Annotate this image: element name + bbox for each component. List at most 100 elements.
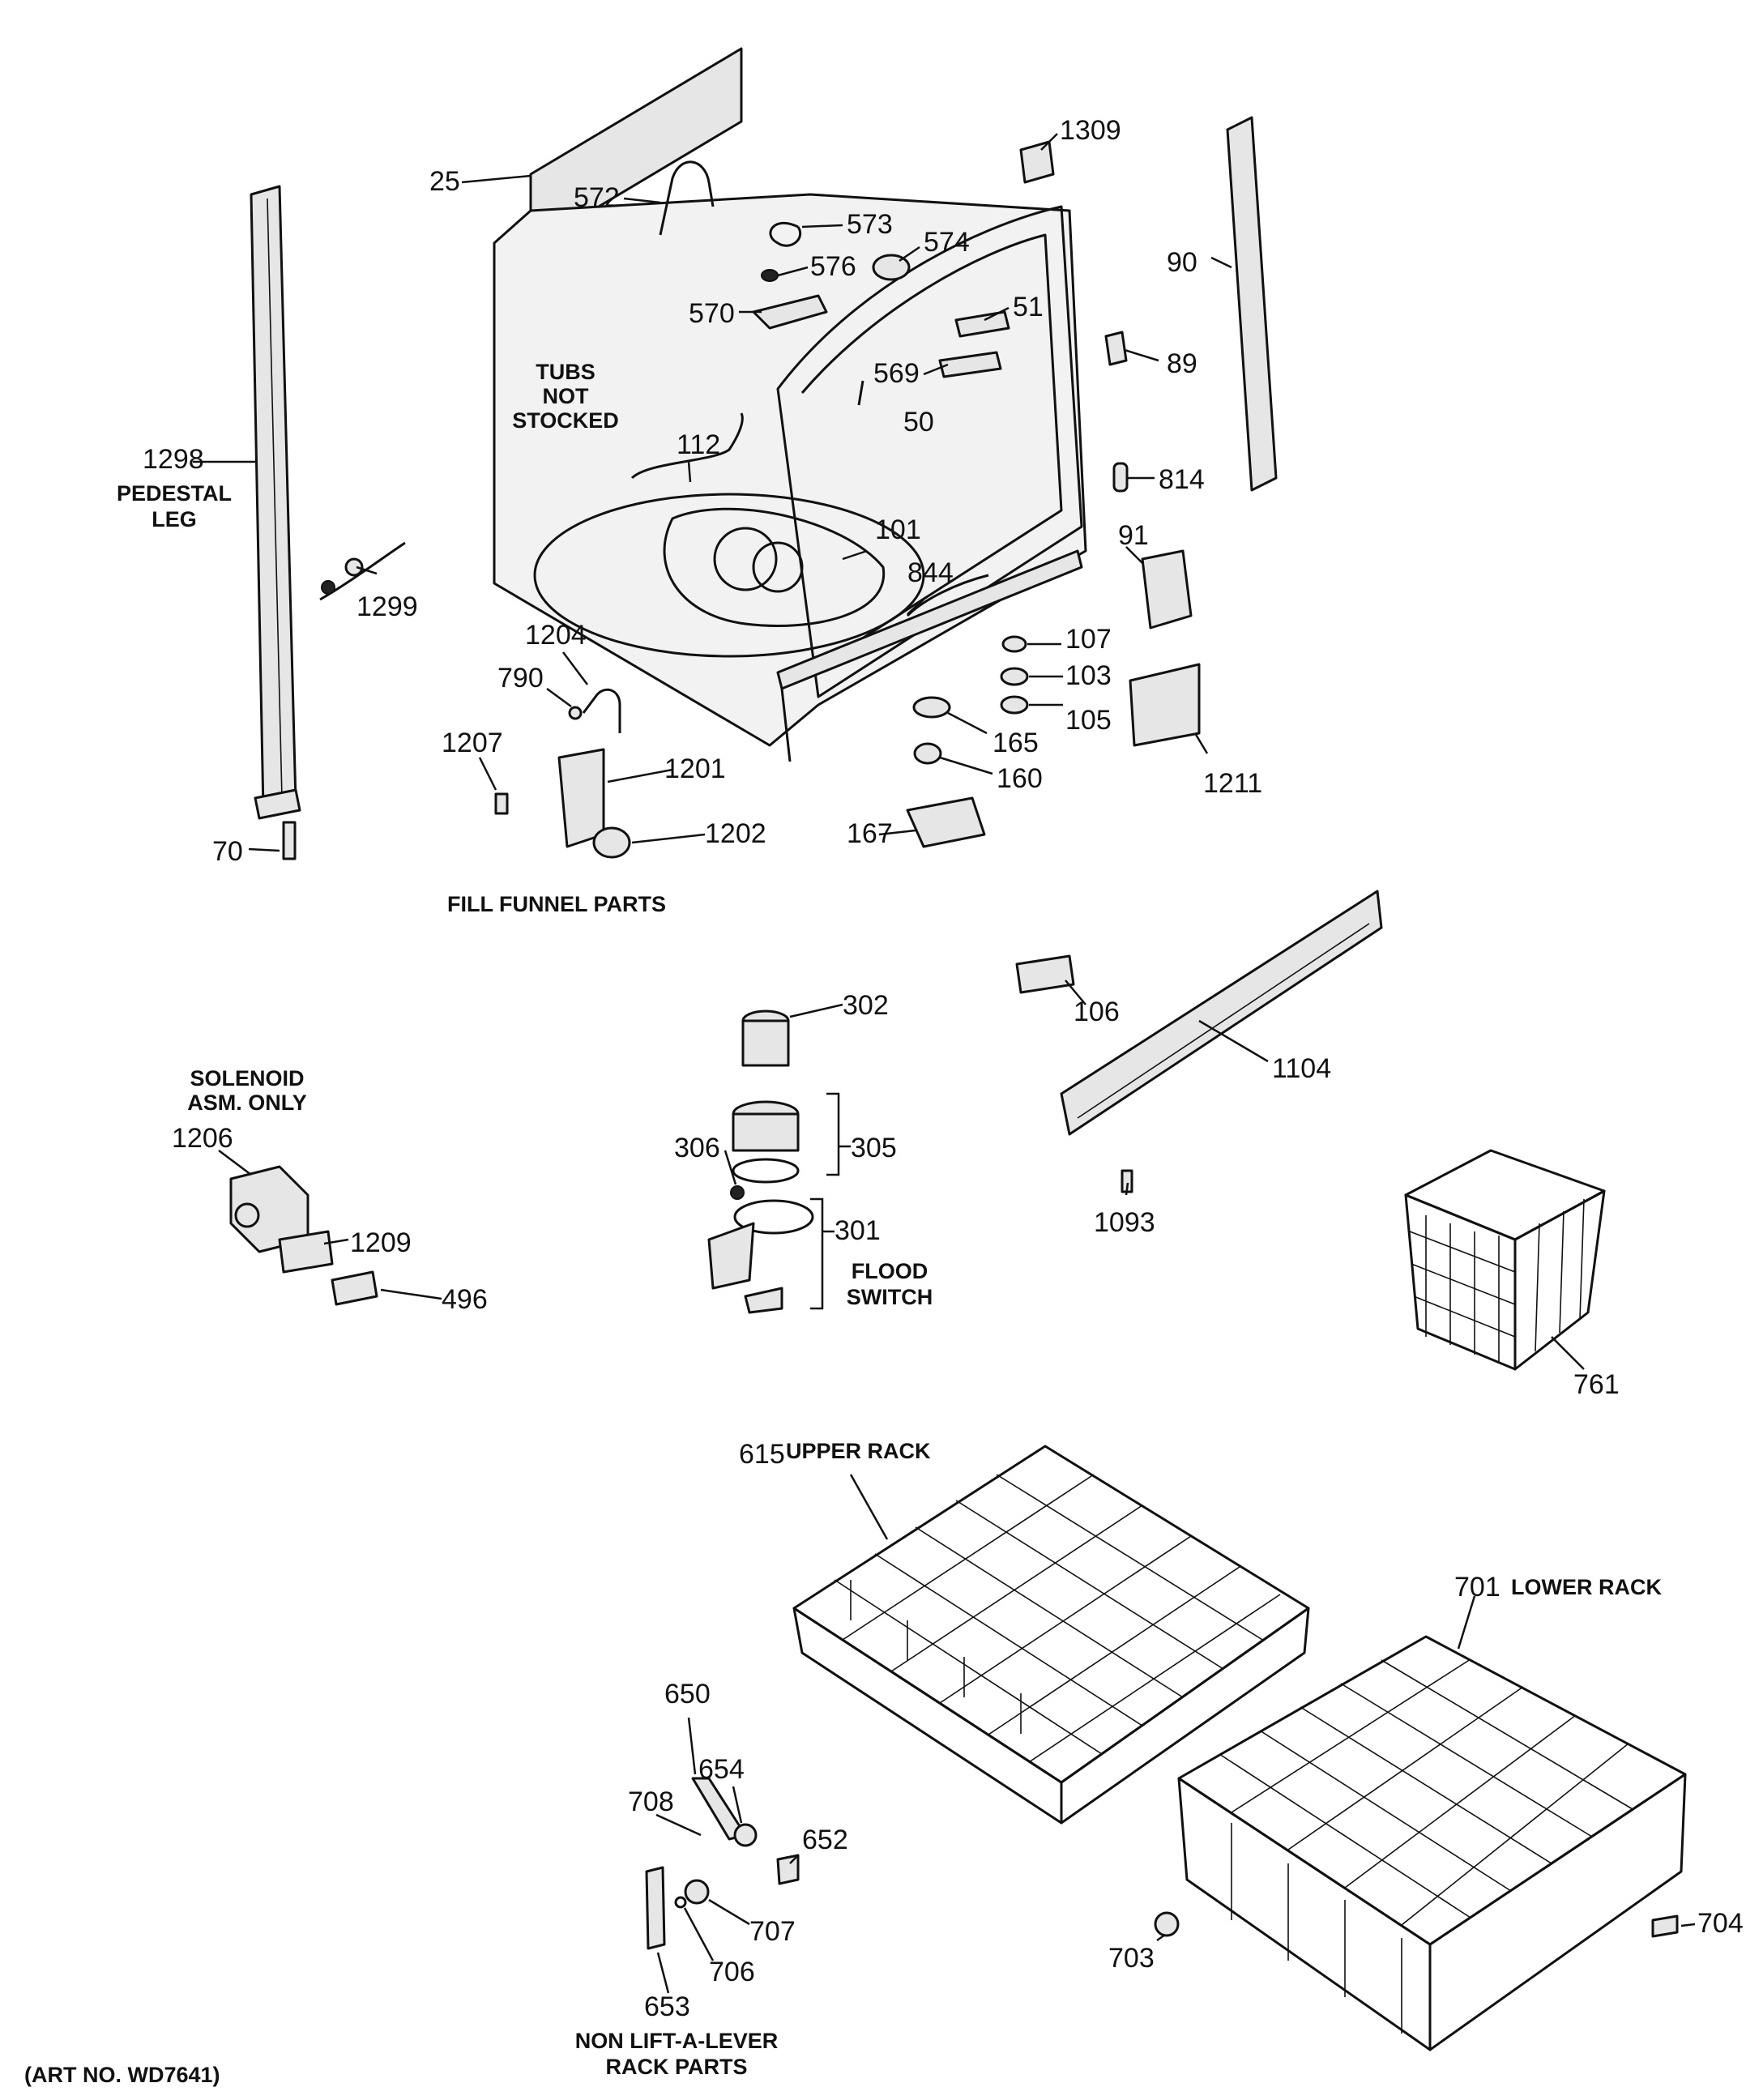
callout-301: 301 bbox=[835, 1215, 881, 1246]
callout-89: 89 bbox=[1167, 348, 1197, 379]
bracket-305 bbox=[826, 1092, 851, 1176]
basket-761 bbox=[1404, 1149, 1606, 1371]
gasket-305 bbox=[732, 1158, 800, 1184]
lower-rack-front bbox=[1177, 1777, 1432, 2051]
callout-496: 496 bbox=[442, 1284, 488, 1315]
callout-706: 706 bbox=[709, 1957, 755, 1987]
callout-790: 790 bbox=[497, 663, 544, 694]
plate-653 bbox=[645, 1866, 666, 1950]
callout-654: 654 bbox=[698, 1754, 745, 1785]
callout-615: 615 bbox=[739, 1439, 785, 1470]
captions: TUBS NOT STOCKED PEDESTAL LEG FILL FUNNE… bbox=[24, 360, 1662, 2087]
sump-opening bbox=[713, 527, 778, 591]
callout-701: 701 bbox=[1454, 1572, 1500, 1603]
vent-572 bbox=[659, 160, 715, 236]
callout-1298: 1298 bbox=[143, 444, 204, 475]
tub-door-frame bbox=[776, 205, 1083, 698]
fill-funnel-1201 bbox=[557, 748, 605, 848]
part-160 bbox=[913, 742, 942, 765]
switch-plate-301 bbox=[733, 1199, 814, 1235]
basket-side bbox=[1513, 1189, 1606, 1371]
bracket-1309 bbox=[1019, 140, 1055, 184]
lower-rack-side bbox=[1428, 1773, 1687, 2051]
roller-707 bbox=[684, 1879, 710, 1905]
switch-301 bbox=[707, 1222, 755, 1290]
callout-1093: 1093 bbox=[1094, 1207, 1155, 1238]
callout-707: 707 bbox=[749, 1916, 796, 1947]
callout-107: 107 bbox=[1065, 624, 1112, 655]
callout-653: 653 bbox=[644, 1991, 690, 2022]
float-302 bbox=[741, 1019, 790, 1067]
hose-1204 bbox=[582, 688, 621, 733]
right-side-parts bbox=[906, 116, 1278, 848]
callout-1207: 1207 bbox=[442, 728, 503, 758]
bracket-1211 bbox=[1129, 663, 1201, 747]
callout-25: 25 bbox=[429, 166, 460, 197]
roller-654 bbox=[733, 1823, 758, 1847]
bracket-301 bbox=[810, 1197, 835, 1310]
washer-706 bbox=[674, 1896, 687, 1909]
lower-rack-wires bbox=[1219, 1658, 1633, 2034]
lower-rack-701 bbox=[1154, 1635, 1687, 2051]
callout-650: 650 bbox=[664, 1679, 711, 1709]
caption-solenoid-1: SOLENOID bbox=[190, 1066, 304, 1091]
gasket-1202 bbox=[592, 826, 631, 859]
rail-1104-slot bbox=[1077, 923, 1370, 1119]
bracket-570 bbox=[752, 294, 828, 330]
sump-gasket bbox=[663, 507, 886, 627]
caption-tubs-1: TUBS bbox=[536, 360, 595, 384]
callout-1202: 1202 bbox=[705, 818, 766, 849]
clip-89 bbox=[1104, 331, 1128, 366]
caption-non-lift-1: NON LIFT-A-LEVER bbox=[575, 2029, 779, 2053]
leader-lines bbox=[193, 133, 1696, 1994]
nut-1299 bbox=[321, 580, 335, 595]
caption-upper-rack: UPPER RACK bbox=[786, 1439, 931, 1463]
lower-rack-top bbox=[1177, 1635, 1687, 1946]
callout-167: 167 bbox=[847, 818, 893, 849]
part-496 bbox=[331, 1270, 378, 1306]
caption-pedestal-1: PEDESTAL bbox=[117, 481, 232, 506]
bracket-1209 bbox=[278, 1230, 334, 1274]
callout-1309: 1309 bbox=[1060, 115, 1121, 146]
callout-708: 708 bbox=[628, 1786, 674, 1817]
pedestal-leg-1298 bbox=[250, 185, 297, 812]
basket-top bbox=[1404, 1149, 1606, 1241]
caption-solenoid-2: ASM. ONLY bbox=[187, 1091, 307, 1115]
callout-1211: 1211 bbox=[1203, 768, 1262, 799]
ring-573 bbox=[769, 221, 801, 247]
hose-844 bbox=[906, 574, 989, 617]
callout-106: 106 bbox=[1074, 997, 1120, 1027]
part-labels: 1309 25 572 573 574 576 570 51 569 50 90… bbox=[143, 115, 1744, 2022]
pedestal-leg-channel bbox=[267, 198, 283, 799]
callout-574: 574 bbox=[924, 227, 970, 258]
nut-105 bbox=[1000, 695, 1029, 715]
basket-mesh bbox=[1409, 1198, 1585, 1363]
caption-lower-rack: LOWER RACK bbox=[1511, 1575, 1662, 1599]
rail-1104-group bbox=[1015, 890, 1383, 1193]
callout-105: 105 bbox=[1065, 705, 1112, 736]
callout-306: 306 bbox=[674, 1133, 720, 1163]
solenoid bbox=[229, 1165, 378, 1306]
bracket-91 bbox=[1141, 549, 1193, 630]
callout-51: 51 bbox=[1013, 292, 1044, 322]
roller-703 bbox=[1154, 1911, 1180, 1937]
callout-573: 573 bbox=[847, 209, 893, 240]
callout-103: 103 bbox=[1065, 660, 1112, 691]
caption-flood-2: SWITCH bbox=[847, 1285, 933, 1309]
tub-assembly bbox=[493, 47, 1087, 762]
pedestal-leg-foot bbox=[254, 788, 301, 820]
clip-652 bbox=[776, 1854, 800, 1885]
callout-101: 101 bbox=[875, 514, 921, 545]
flood-switch bbox=[707, 1009, 851, 1314]
tub-front-rail bbox=[776, 549, 1083, 690]
solenoid-port bbox=[234, 1202, 260, 1228]
callout-814: 814 bbox=[1159, 464, 1205, 495]
rack-parts bbox=[645, 1777, 800, 1950]
callout-1201: 1201 bbox=[664, 753, 726, 784]
callout-576: 576 bbox=[810, 251, 856, 282]
spring-814 bbox=[1112, 462, 1129, 493]
tube-112 bbox=[630, 412, 744, 480]
callout-569: 569 bbox=[873, 358, 920, 389]
callout-1206: 1206 bbox=[172, 1123, 233, 1154]
